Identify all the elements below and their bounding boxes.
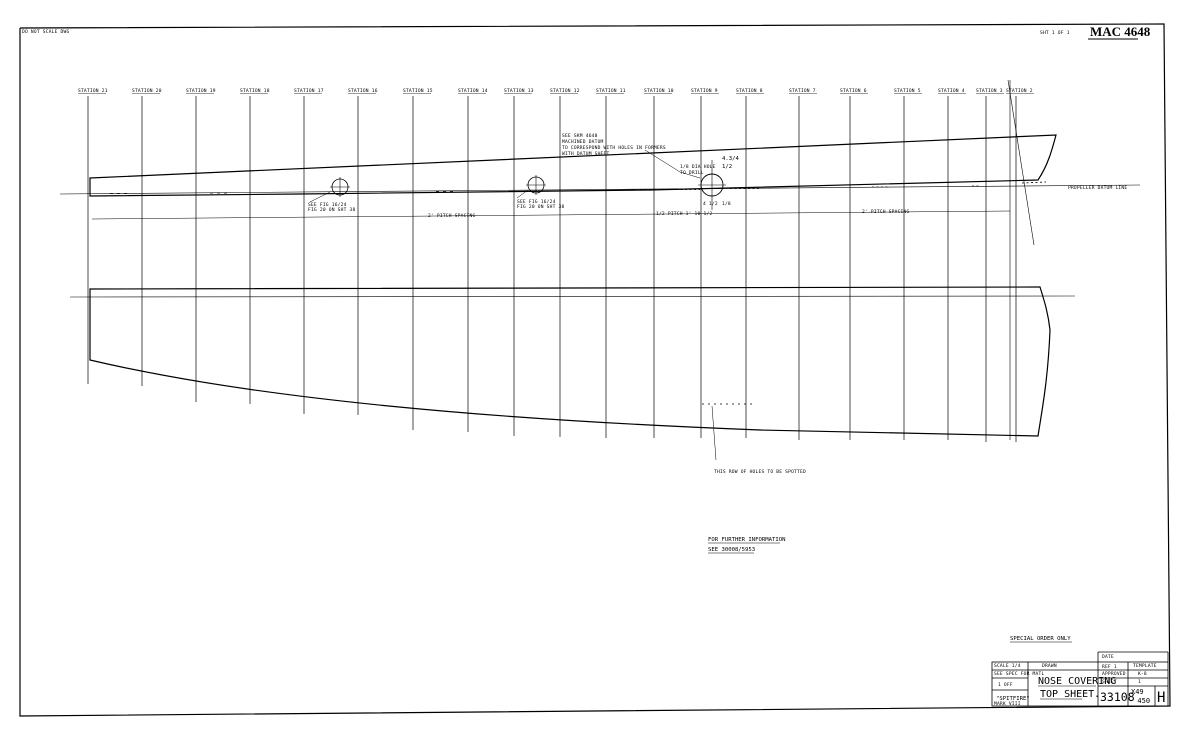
station-label: STATION 15 [403,88,433,94]
pitch-mid: 1/2 PITCH 1' 10 1/2 [656,211,712,217]
station-label: STATION 3 [976,88,1003,94]
station-label: STATION 5 [894,88,921,94]
station-label: STATION 14 [458,88,488,94]
datum-hole-1 [330,177,350,197]
tb-drawn: DRAWN [1042,663,1057,669]
tb-ref-b: K-8 [1138,671,1147,677]
tb-desc-2: TOP SHEET. [1040,689,1100,700]
corner-note: DO NOT SCALE DWG [22,29,69,35]
datum-hole-2 [526,175,546,195]
title-block [991,651,1169,707]
lower-sheet-outline [89,286,1051,437]
nose-edge-line [1007,79,1035,246]
tb-sub-1: X49 [1131,688,1144,696]
upper-sheet-outline [89,134,1057,197]
station-label: STATION 13 [504,88,534,94]
leader-holes [711,405,717,461]
tb-template: TEMPLATE [1133,663,1157,669]
note-fig-1b: FIG 20 ON SHT 38 [308,207,355,213]
station-label: STATION 10 [644,88,674,94]
station-label: STATION 18 [240,88,270,94]
tb-scale: SCALE 1/4 [994,663,1021,669]
tb-sub-2: - 450 [1129,697,1150,705]
hole-spec-2: TO DRILL [680,170,704,176]
leader-callout [644,149,701,179]
station-label: STATION 7 [789,88,816,94]
station-label: STATION 8 [736,88,763,94]
station-label: STATION 16 [348,88,378,94]
note-fig-1: SEE FIG 16/24 [308,202,347,208]
datum-note: PROPELLER DATUM LINE [1068,185,1127,191]
pitch-right: 2' PITCH SPACING [862,209,909,215]
sheet-border [19,23,1171,717]
tb-approved: APPROVED [1102,671,1126,677]
callout-line-3: TO CORRESPOND WITH HOLES IN FORMERS [562,145,666,151]
pitch-dimension-line [91,210,1011,220]
dim-right: 4.3/4 [722,156,739,162]
pitch-left: 2' PITCH SPACING [428,213,475,219]
station-label: STATION 21 [78,88,108,94]
tb-type-sub: MARK VIII [994,701,1021,707]
special-order: SPECIAL ORDER ONLY [1010,636,1071,642]
tb-qty: 1 OFF [998,682,1013,688]
station-label: STATION 11 [596,88,626,94]
datum-hole-3 [698,160,726,210]
tb-sheet-no: 1 [1138,679,1141,685]
note-fig-2b: FIG 20 ON SHT 38 [517,204,564,210]
note-fig-2: SEE FIG 16/24 [517,199,556,205]
tb-type: "SPITFIRE" [996,696,1030,702]
further-info-1: FOR FURTHER INFORMATION [708,537,785,543]
further-info-2: SEE 30008/5953 [708,547,755,553]
station-label: STATION 2 [1006,88,1033,94]
station-label: STATION 4 [938,88,965,94]
sheet-ref: SHT 1 OF 1 [1040,30,1070,36]
dim-right-2: 1/2 [722,164,732,170]
tb-desc-1: NOSE COVERING [1038,676,1116,687]
station-label: STATION 19 [186,88,216,94]
station-label: STATION 9 [691,88,718,94]
tb-material: SEE SPEC FOR MATL [994,671,1044,677]
station-label: STATION 12 [550,88,580,94]
drawing-number: MAC 4648 [1090,24,1151,39]
callout-line-4: WITH DATUM SHEET [562,151,609,157]
rivet-marks-upper [110,181,1047,194]
tb-date: DATE [1102,654,1114,660]
dim-bottom-2: 1/8 [722,201,731,207]
callout-line-2: MACHINED DATUM [562,139,604,145]
station-label: STATION 6 [840,88,867,94]
upper-datum-line [59,184,1141,195]
tb-ref-a: REF 1 [1102,664,1117,670]
callout-line-1: SEE SKM 4648 [562,133,598,139]
station-label: STATION 20 [132,88,162,94]
dim-bottom-1: 4 1/2 [703,201,718,207]
lower-datum-line [69,295,1076,298]
tb-sheet: SHEET [1102,679,1117,685]
station-lines: STATION 21 STATION 20 STATION 19 STATION 18… [78,88,1034,442]
leader-2 [516,189,529,199]
tb-number: 33108 [1100,690,1135,704]
holes-note: THIS ROW OF HOLES TO BE SPOTTED [714,469,806,475]
tb-issue: H [1157,690,1165,706]
station-label: STATION 17 [294,88,324,94]
leader-1 [309,191,331,203]
hole-spec-1: 1/8 DIA HOLE [680,164,716,170]
